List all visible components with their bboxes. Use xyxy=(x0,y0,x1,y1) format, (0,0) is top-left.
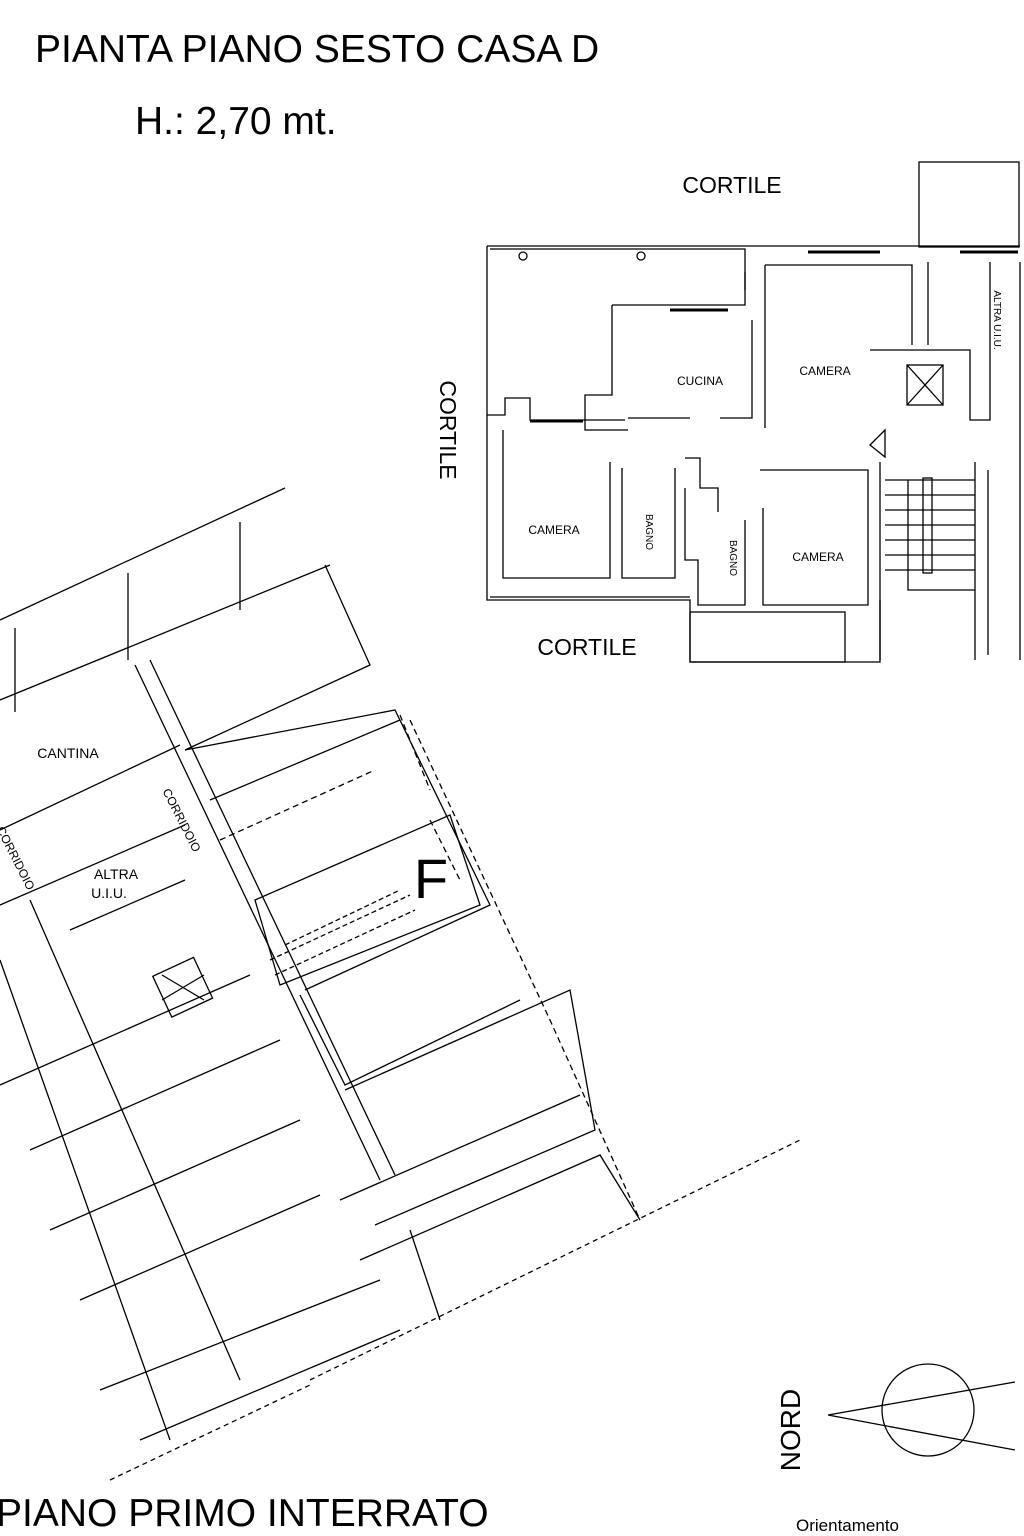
sixth-floor-plan: CORTILE CORTILE CORTILE CUCINA CAMERA CA… xyxy=(435,161,1021,663)
lift-cross xyxy=(161,974,205,1001)
outer-wall-bottom xyxy=(486,415,881,663)
balcony xyxy=(689,611,846,663)
wall-bagno-2 xyxy=(684,488,746,606)
compass-needle-icon xyxy=(827,1381,1016,1451)
other-unit-label: ALTRA xyxy=(94,866,139,882)
wall-cucina-bottom xyxy=(628,320,753,419)
north-label: NORD xyxy=(775,1389,806,1471)
corridor-west xyxy=(0,899,241,1441)
drain-icon xyxy=(518,251,528,261)
outer-wall-north xyxy=(0,487,331,701)
drain-icon xyxy=(636,251,646,261)
compass-circle xyxy=(881,1363,975,1457)
dashed-outline xyxy=(409,719,641,1221)
cellar-rows-2 xyxy=(299,989,596,1226)
courtyard-top-label: CORTILE xyxy=(682,172,781,198)
other-unit-label: ALTRA U.I.U. xyxy=(991,290,1002,349)
cellar-rows-west xyxy=(0,824,401,1441)
ceiling-height: H.: 2,70 mt. xyxy=(135,100,337,143)
cellar-block xyxy=(0,564,371,831)
wall-stairs xyxy=(879,262,1021,660)
property-line xyxy=(109,1139,801,1481)
basement-title: PIANO PRIMO INTERRATO xyxy=(0,1492,489,1535)
cellar-rows-3 xyxy=(339,1094,641,1321)
wall-lift xyxy=(870,262,991,421)
entrance-arrow-icon xyxy=(869,428,886,459)
stair-core xyxy=(922,477,933,574)
bedroom-top-label: CAMERA xyxy=(799,364,850,378)
bath-1-label: BAGNO xyxy=(643,514,654,550)
windows xyxy=(530,250,1018,423)
corridor-wall xyxy=(134,659,396,1181)
stair-block xyxy=(254,814,481,986)
other-unit-label: U.I.U. xyxy=(91,885,127,901)
orientation-label: Orientamento xyxy=(796,1516,899,1535)
bath-2-label: BAGNO xyxy=(727,540,738,576)
wall-camera-left xyxy=(502,430,611,579)
outer-wall-top xyxy=(486,245,1020,421)
cellar-rows-1 xyxy=(184,709,491,991)
bedroom-bottom-label: CAMERA xyxy=(792,550,843,564)
wall-bagno-1 xyxy=(621,457,719,579)
stairs-dashed xyxy=(269,889,416,976)
plan-title: PIANTA PIANO SESTO CASA D xyxy=(35,28,600,71)
cellar-label: CANTINA xyxy=(37,745,99,761)
courtyard-left-label: CORTILE xyxy=(435,380,461,479)
lift-shaft xyxy=(151,956,214,1019)
stairs xyxy=(885,479,975,591)
lift-shaft xyxy=(906,364,944,406)
dashed-boundary xyxy=(219,714,431,841)
lift-cross xyxy=(906,364,944,406)
basement-plan: CANTINA CORRIDOIO CORRIDOIO ALTRA U.I.U.… xyxy=(0,487,801,1481)
partition-walls xyxy=(14,522,241,712)
block-letter: F xyxy=(414,847,448,910)
wall-camera-bottom xyxy=(760,469,869,606)
north-compass: NORD xyxy=(775,1363,1016,1471)
bedroom-left-label: CAMERA xyxy=(528,523,579,537)
wall-cucina xyxy=(584,272,746,431)
kitchen-label: CUCINA xyxy=(677,374,723,388)
corridor-label: CORRIDOIO xyxy=(0,824,38,892)
courtyard-bottom-label: CORTILE xyxy=(537,634,636,660)
wall-camera-top xyxy=(764,264,913,428)
adjacent-block xyxy=(918,161,1020,248)
